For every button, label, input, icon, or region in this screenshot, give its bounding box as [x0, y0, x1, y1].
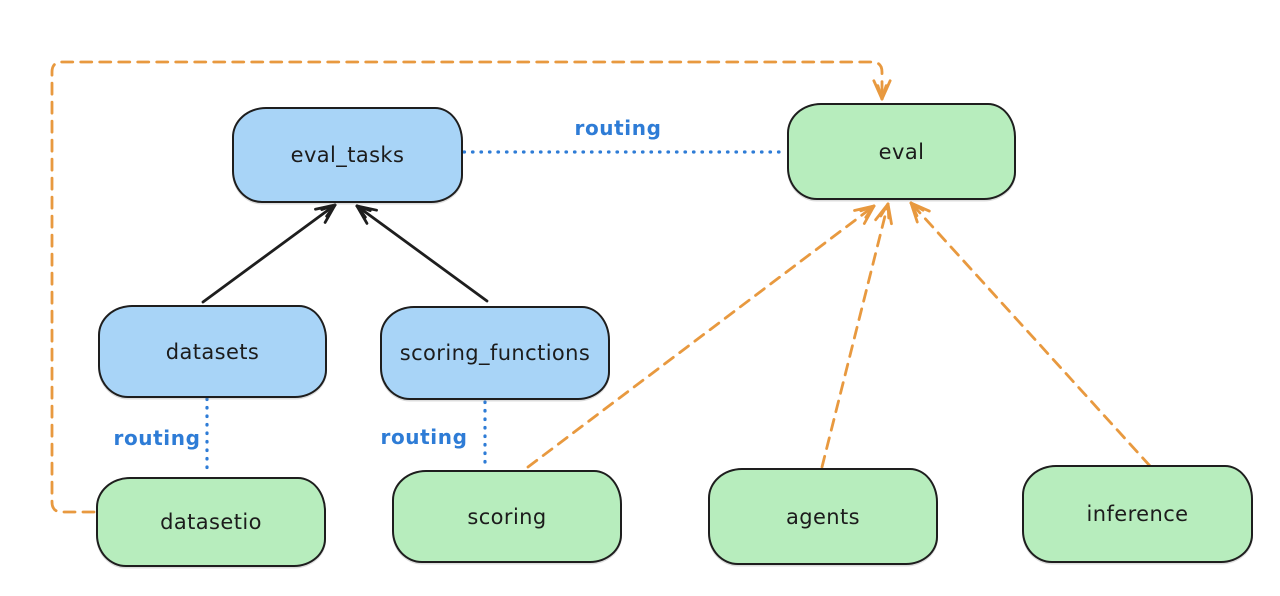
arrowhead-icon — [355, 204, 367, 219]
arrowhead-icon — [864, 204, 876, 219]
node-label: datasets — [165, 339, 260, 364]
routing-label: routing — [113, 426, 201, 450]
edge-inference-to-eval — [909, 201, 1152, 468]
arrowhead-icon — [320, 203, 337, 211]
node-label: scoring_functions — [399, 341, 591, 365]
node-label: agents — [785, 504, 860, 529]
node-label: eval_tasks — [290, 143, 405, 167]
arrowhead-icon — [325, 203, 337, 218]
arrowhead-icon — [355, 204, 378, 212]
node-label: inference — [1086, 502, 1189, 526]
arrowhead-icon — [886, 202, 893, 226]
node-scoring_functions: scoring_functions — [380, 306, 610, 400]
node-eval_tasks: eval_tasks — [232, 107, 463, 203]
node-label: scoring — [467, 504, 547, 529]
arrowhead-icon — [862, 204, 876, 225]
arrowhead-icon — [876, 84, 884, 101]
arrowhead-icon — [909, 201, 925, 212]
node-inference: inference — [1022, 465, 1253, 563]
edge-agents-to-eval — [820, 202, 890, 469]
arrowhead-icon — [355, 204, 369, 225]
routing-label: routing — [380, 425, 468, 449]
routing-label: routing — [574, 116, 662, 140]
arrowhead-icon — [872, 79, 884, 101]
arrowhead-icon — [909, 201, 931, 213]
arrowhead-icon — [879, 202, 890, 218]
arrowhead-icon — [314, 203, 337, 211]
arrowhead-icon — [853, 204, 876, 212]
arrowhead-icon — [886, 202, 891, 220]
edge-scoring_functions-to-eval_tasks — [355, 204, 489, 303]
node-agents: agents — [708, 468, 938, 565]
arrowhead-icon — [355, 204, 372, 212]
node-datasets: datasets — [98, 305, 327, 398]
arrowhead-icon — [909, 201, 919, 218]
arrowhead-icon — [880, 79, 892, 101]
node-eval: eval — [787, 103, 1016, 200]
node-scoring: scoring — [392, 470, 622, 563]
arrowhead-icon — [909, 201, 919, 224]
arrowhead-icon — [874, 202, 890, 222]
node-label: datasetio — [160, 510, 262, 534]
edge-datasets-to-eval_tasks — [201, 203, 337, 304]
arrowhead-icon — [859, 204, 876, 213]
node-label: eval — [878, 139, 925, 164]
arrowhead-icon — [323, 203, 337, 224]
node-datasetio: datasetio — [96, 477, 326, 567]
arrowhead-icon — [880, 84, 888, 101]
